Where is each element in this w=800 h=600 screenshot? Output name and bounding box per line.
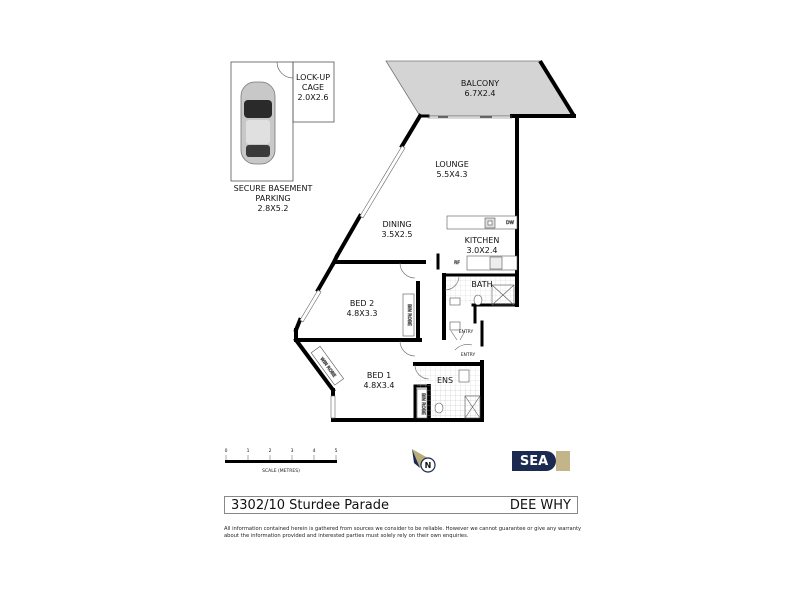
bed2-label: BED 2 — [350, 299, 374, 308]
street-address: 3302/10 Sturdee Parade — [231, 497, 390, 513]
scale-tick-2: 2 — [269, 448, 272, 454]
windows — [299, 115, 512, 419]
scale-tick-1: 1 — [247, 448, 250, 454]
scale-tick-3: 3 — [291, 448, 294, 454]
ens-label: ENS — [437, 376, 453, 385]
parking-size: 2.8X5.2 — [258, 204, 289, 213]
kitchen-size: 3.0X2.4 — [467, 246, 498, 255]
lockup-label-2: CAGE — [302, 83, 324, 92]
bath-fixtures — [434, 284, 515, 419]
balcony-label: BALCONY — [461, 79, 499, 88]
compass-north-icon: N — [412, 449, 436, 473]
lockup-size: 2.0X2.6 — [298, 93, 329, 102]
address-bar: 3302/10 Sturdee Parade DEE WHY — [224, 496, 578, 514]
bed1-label: BED 1 — [367, 371, 391, 380]
door-swings — [399, 262, 473, 380]
sea-logo: SEA — [512, 451, 570, 471]
dining-label: DINING — [382, 220, 411, 229]
kitchen-label: KITCHEN — [465, 236, 500, 245]
scale-bar: 0 1 2 3 4 5 SCALE (METRES) — [225, 448, 338, 474]
balcony: BALCONY 6.7X2.4 — [385, 59, 576, 118]
lockup-label: LOCK-UP — [296, 73, 330, 82]
balcony-size: 6.7X2.4 — [465, 89, 496, 98]
scale-tick-0: 0 — [225, 448, 228, 454]
logo-accent — [556, 451, 570, 471]
logo-text: SEA — [512, 451, 556, 471]
parking-label-2: PARKING — [255, 194, 290, 203]
kitchen-benches: DW RF — [446, 215, 518, 271]
ens-robe-label: BIN ROBE — [420, 393, 426, 415]
dishwasher-label: DW — [506, 220, 514, 226]
car-icon — [240, 81, 276, 165]
fridge-label: RF — [454, 260, 460, 266]
bed2-size: 4.8X3.3 — [347, 309, 378, 318]
parking-label: SECURE BASEMENT — [234, 184, 313, 193]
dining-size: 3.5X2.5 — [382, 230, 413, 239]
svg-text:N: N — [425, 461, 432, 470]
bath-label: BATH — [471, 280, 492, 289]
scale-tick-5: 5 — [335, 448, 338, 454]
disclaimer-text: All information contained herein is gath… — [224, 526, 582, 539]
entry-label-2: ENTRY — [461, 352, 476, 358]
lounge-label: LOUNGE — [435, 160, 469, 169]
parking-area: SECURE BASEMENT PARKING 2.8X5.2 LOCK-UP … — [230, 61, 335, 213]
lounge-size: 5.5X4.3 — [437, 170, 468, 179]
bed2-robe-label: BIN ROBE — [406, 304, 412, 326]
scale-label: SCALE (METRES) — [262, 468, 300, 474]
suburb: DEE WHY — [509, 497, 571, 513]
walls — [293, 113, 576, 422]
entry-label-1: ENTRY — [459, 329, 474, 335]
scale-tick-4: 4 — [313, 448, 316, 454]
bed1-size: 4.8X3.4 — [364, 381, 395, 390]
